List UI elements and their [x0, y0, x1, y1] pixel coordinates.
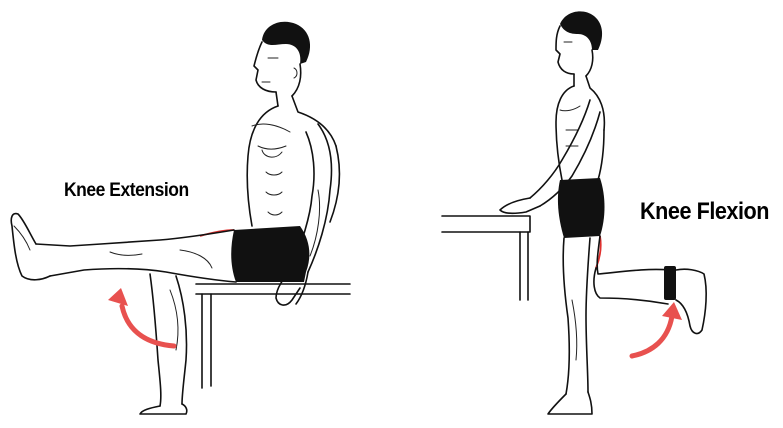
- knee-flexion-label: Knee Flexion: [640, 198, 769, 226]
- flexion-arrow-icon: [632, 302, 682, 356]
- standing-shorts: [558, 178, 605, 238]
- seated-torso: [247, 92, 339, 226]
- ankle-weight-icon: [664, 266, 676, 300]
- standing-support-leg: [548, 238, 592, 414]
- bench: [196, 284, 350, 388]
- table: [442, 216, 530, 300]
- seated-extended-leg: [11, 214, 236, 282]
- standing-flexed-leg: [594, 236, 706, 333]
- seated-shorts: [231, 226, 309, 282]
- seated-figure: [11, 22, 350, 414]
- seated-head: [254, 22, 310, 96]
- extension-arrow-icon: [108, 288, 174, 346]
- knee-extension-label: Knee Extension: [64, 180, 189, 202]
- standing-head: [556, 11, 602, 76]
